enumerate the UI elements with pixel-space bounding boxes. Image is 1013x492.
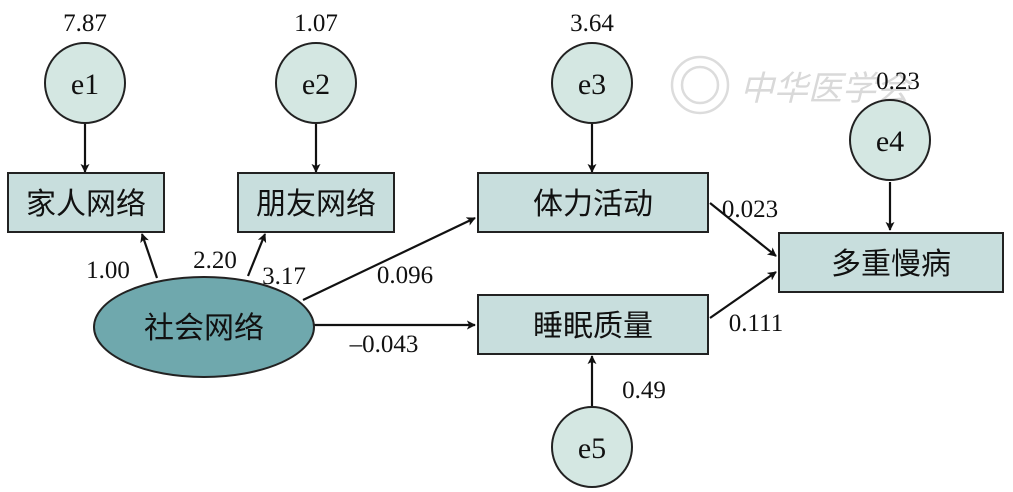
node-family: 家人网络 bbox=[7, 172, 165, 233]
node-activity: 体力活动 bbox=[477, 172, 709, 233]
error-label-e4: e4 bbox=[876, 125, 904, 158]
watermark-seal-icon bbox=[670, 55, 730, 115]
error-e5: e5 0.49 bbox=[551, 377, 666, 488]
error-circle-e2 bbox=[275, 42, 357, 124]
error-e3: e3 3.64 bbox=[551, 10, 633, 124]
error-variance-e4: 0.23 bbox=[876, 68, 920, 95]
watermark-seal-inner bbox=[680, 65, 720, 105]
node-activity-label: 体力活动 bbox=[533, 187, 653, 222]
node-multimorbidity-box bbox=[778, 232, 1004, 293]
arrows bbox=[80, 124, 895, 412]
node-social-ellipse bbox=[93, 276, 315, 378]
coef-social-friends-b: 3.17 bbox=[262, 263, 306, 290]
node-sleep-box bbox=[477, 294, 709, 355]
coef-social-sleep: –0.043 bbox=[349, 331, 419, 358]
coef-social-activity: 0.096 bbox=[377, 262, 433, 289]
node-family-label: 家人网络 bbox=[26, 187, 146, 222]
node-friends-label: 朋友网络 bbox=[256, 187, 376, 222]
node-social-label: 社会网络 bbox=[144, 311, 264, 346]
error-label-e3: e3 bbox=[578, 68, 606, 101]
arrow-social-friends bbox=[246, 233, 267, 277]
error-label-e2: e2 bbox=[302, 68, 330, 101]
node-activity-box bbox=[477, 172, 709, 233]
coef-social-family: 1.00 bbox=[86, 257, 130, 284]
error-circle-e4 bbox=[849, 99, 931, 181]
error-circle-e1 bbox=[44, 42, 126, 124]
error-label-e5: e5 bbox=[578, 432, 606, 465]
node-multimorbidity-label: 多重慢病 bbox=[831, 247, 951, 282]
node-social: 社会网络 bbox=[93, 276, 315, 378]
error-e4: e4 0.23 bbox=[849, 68, 931, 181]
error-e1: e1 7.87 bbox=[44, 10, 126, 124]
coef-social-friends-a: 2.20 bbox=[193, 247, 237, 274]
path-coefficients: 1.00 2.20 3.17 0.096 –0.043 0.023 0.111 bbox=[86, 196, 783, 358]
node-family-box bbox=[7, 172, 165, 233]
error-variance-e5: 0.49 bbox=[622, 377, 666, 404]
arrow-activity-multimorbidity bbox=[709, 202, 777, 257]
coef-sleep-multimorbidity: 0.111 bbox=[729, 310, 783, 337]
node-sleep: 睡眠质量 bbox=[477, 294, 709, 355]
error-variance-e3: 3.64 bbox=[570, 10, 614, 37]
arrow-sleep-multimorbidity bbox=[709, 271, 777, 319]
error-circle-e3 bbox=[551, 42, 633, 124]
error-variance-e2: 1.07 bbox=[294, 10, 338, 37]
node-friends: 朋友网络 bbox=[237, 172, 395, 233]
error-e2: e2 1.07 bbox=[275, 10, 357, 124]
error-variance-e1: 7.87 bbox=[63, 10, 107, 37]
node-friends-box bbox=[237, 172, 395, 233]
coef-activity-multimorbidity: 0.023 bbox=[722, 196, 778, 223]
arrow-social-activity bbox=[302, 217, 476, 301]
node-sleep-label: 睡眠质量 bbox=[533, 309, 653, 344]
error-circle-e5 bbox=[551, 406, 633, 488]
node-multimorbidity: 多重慢病 bbox=[778, 232, 1004, 293]
arrow-social-family bbox=[140, 233, 159, 279]
error-label-e1: e1 bbox=[71, 68, 99, 101]
